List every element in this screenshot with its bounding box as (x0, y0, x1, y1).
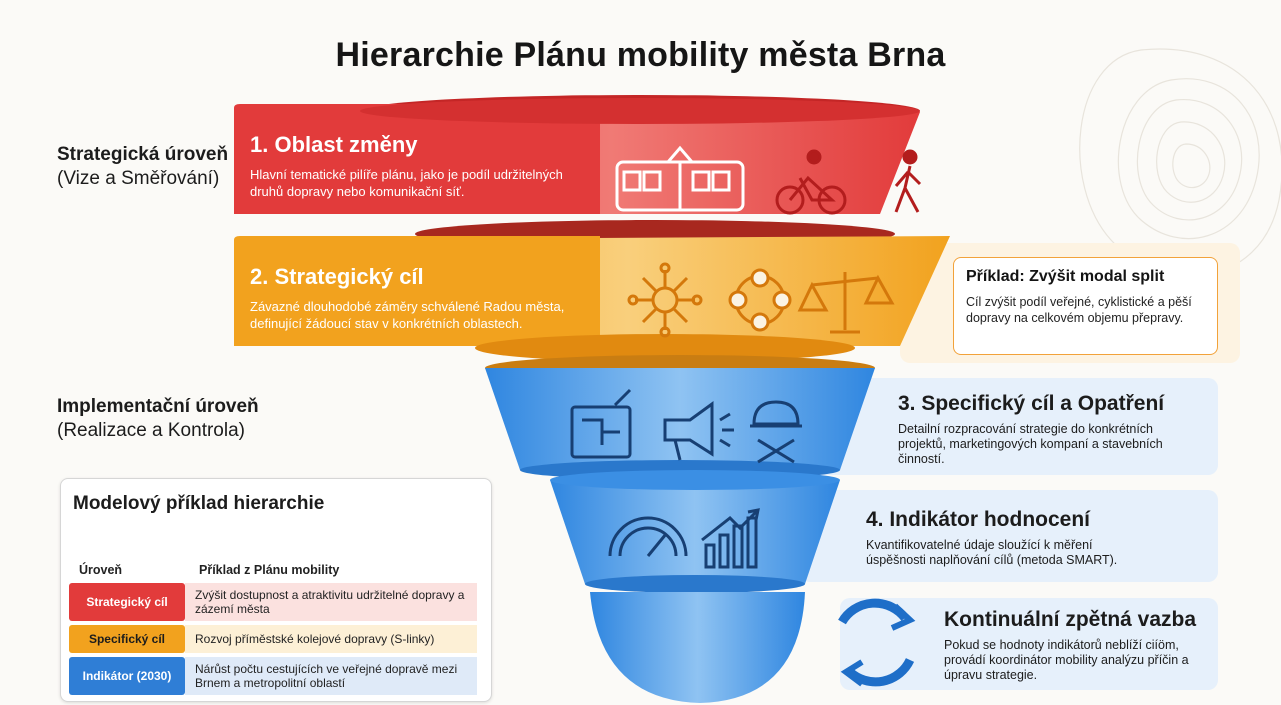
network-hub-icon (627, 262, 703, 338)
model-row-text: Nárůst počtu cestujících ve veřejné dopr… (185, 657, 477, 695)
band1-description: Hlavní tematické pilíře plánu, jako je p… (250, 167, 563, 199)
model-row-tag: Specifický cíl (69, 625, 185, 653)
model-col-level: Úroveň (79, 563, 123, 577)
strategic-level-label: Strategická úroveň (Vize a Směřování) (57, 143, 228, 191)
model-row-text: Zvýšit dostupnost a atraktivitu udržitel… (185, 583, 477, 621)
model-row-tag: Indikátor (2030) (69, 657, 185, 695)
model-example-panel: Modelový příklad hierarchie Úroveň Příkl… (60, 478, 492, 702)
feedback-heading: Kontinuální zpětná vazba (944, 608, 1197, 631)
band2-orange (234, 220, 950, 362)
example-callout: Příklad: Zvýšit modal split Cíl zvýšit p… (953, 257, 1218, 355)
model-title: Modelový příklad hierarchie (73, 493, 325, 514)
cyclist-icon (775, 149, 847, 215)
band3-blue (485, 355, 875, 480)
model-row-indicator: Indikátor (2030) Nárůst počtu cestujícíc… (69, 657, 477, 695)
growth-chart-icon (701, 508, 760, 569)
band3-text: 3. Specifický cíl a Opatření Detailní ro… (898, 392, 1198, 467)
band4-heading: 4. Indikátor hodnocení (866, 508, 1091, 531)
model-row-text: Rozvoj příměstské kolejové dopravy (S-li… (185, 625, 477, 653)
transit-cycle-icon (728, 268, 792, 332)
blueprint-icon (570, 388, 632, 459)
megaphone-icon (663, 401, 734, 461)
band1-heading: 1. Oblast změny (250, 132, 418, 157)
feedback-text: Kontinuální zpětná vazba Pokud se hodnot… (944, 608, 1214, 683)
band5-blue (590, 592, 805, 703)
band4-blue (550, 470, 840, 593)
model-row-tag: Strategický cíl (69, 583, 185, 621)
band3-heading: 3. Specifický cíl a Opatření (898, 392, 1165, 415)
band1-text: 1. Oblast změny Hlavní tematické pilíře … (250, 132, 580, 200)
band4-description: Kvantifikovatelné údaje sloužící k měřen… (866, 538, 1118, 567)
strategic-level-subtitle: (Vize a Směřování) (57, 168, 220, 189)
band2-description: Závazné dlouhodobé záměry schválené Rado… (250, 299, 565, 331)
gauge-icon (608, 516, 688, 557)
band2-text: 2. Strategický cíl Závazné dlouhodobé zá… (250, 264, 585, 332)
construction-helmet-icon (750, 400, 802, 464)
tram-icon (615, 145, 745, 212)
example-heading: Příklad: Zvýšit modal split (966, 268, 1165, 285)
implementation-level-label: Implementační úroveň (Realizace a Kontro… (57, 395, 259, 443)
feedback-description: Pokud se hodnoty indikátorů neblíží ciíö… (944, 638, 1189, 682)
model-row-strategic: Strategický cíl Zvýšit dostupnost a atra… (69, 583, 477, 621)
model-row-specific: Specifický cíl Rozvoj příměstské kolejov… (69, 625, 477, 653)
page-title: Hierarchie Plánu mobility města Brna (335, 36, 946, 74)
implementation-level-title: Implementační úroveň (57, 396, 259, 417)
strategic-level-title: Strategická úroveň (57, 144, 229, 165)
refresh-cycle-icon (838, 598, 916, 687)
band4-text: 4. Indikátor hodnocení Kvantifikovatelné… (866, 508, 1186, 568)
band2-heading: 2. Strategický cíl (250, 264, 424, 289)
pedestrian-icon (894, 149, 922, 213)
band1-red (234, 95, 920, 214)
balance-scale-icon (797, 272, 895, 334)
band3-description: Detailní rozpracování strategie do konkr… (898, 422, 1163, 466)
example-text: Cíl zvýšit podíl veřejné, cyklistické a … (966, 295, 1192, 325)
implementation-level-subtitle: (Realizace a Kontrola) (57, 420, 245, 441)
band4-side-panel (800, 490, 1218, 582)
model-col-example: Příklad z Plánu mobility (199, 563, 340, 577)
